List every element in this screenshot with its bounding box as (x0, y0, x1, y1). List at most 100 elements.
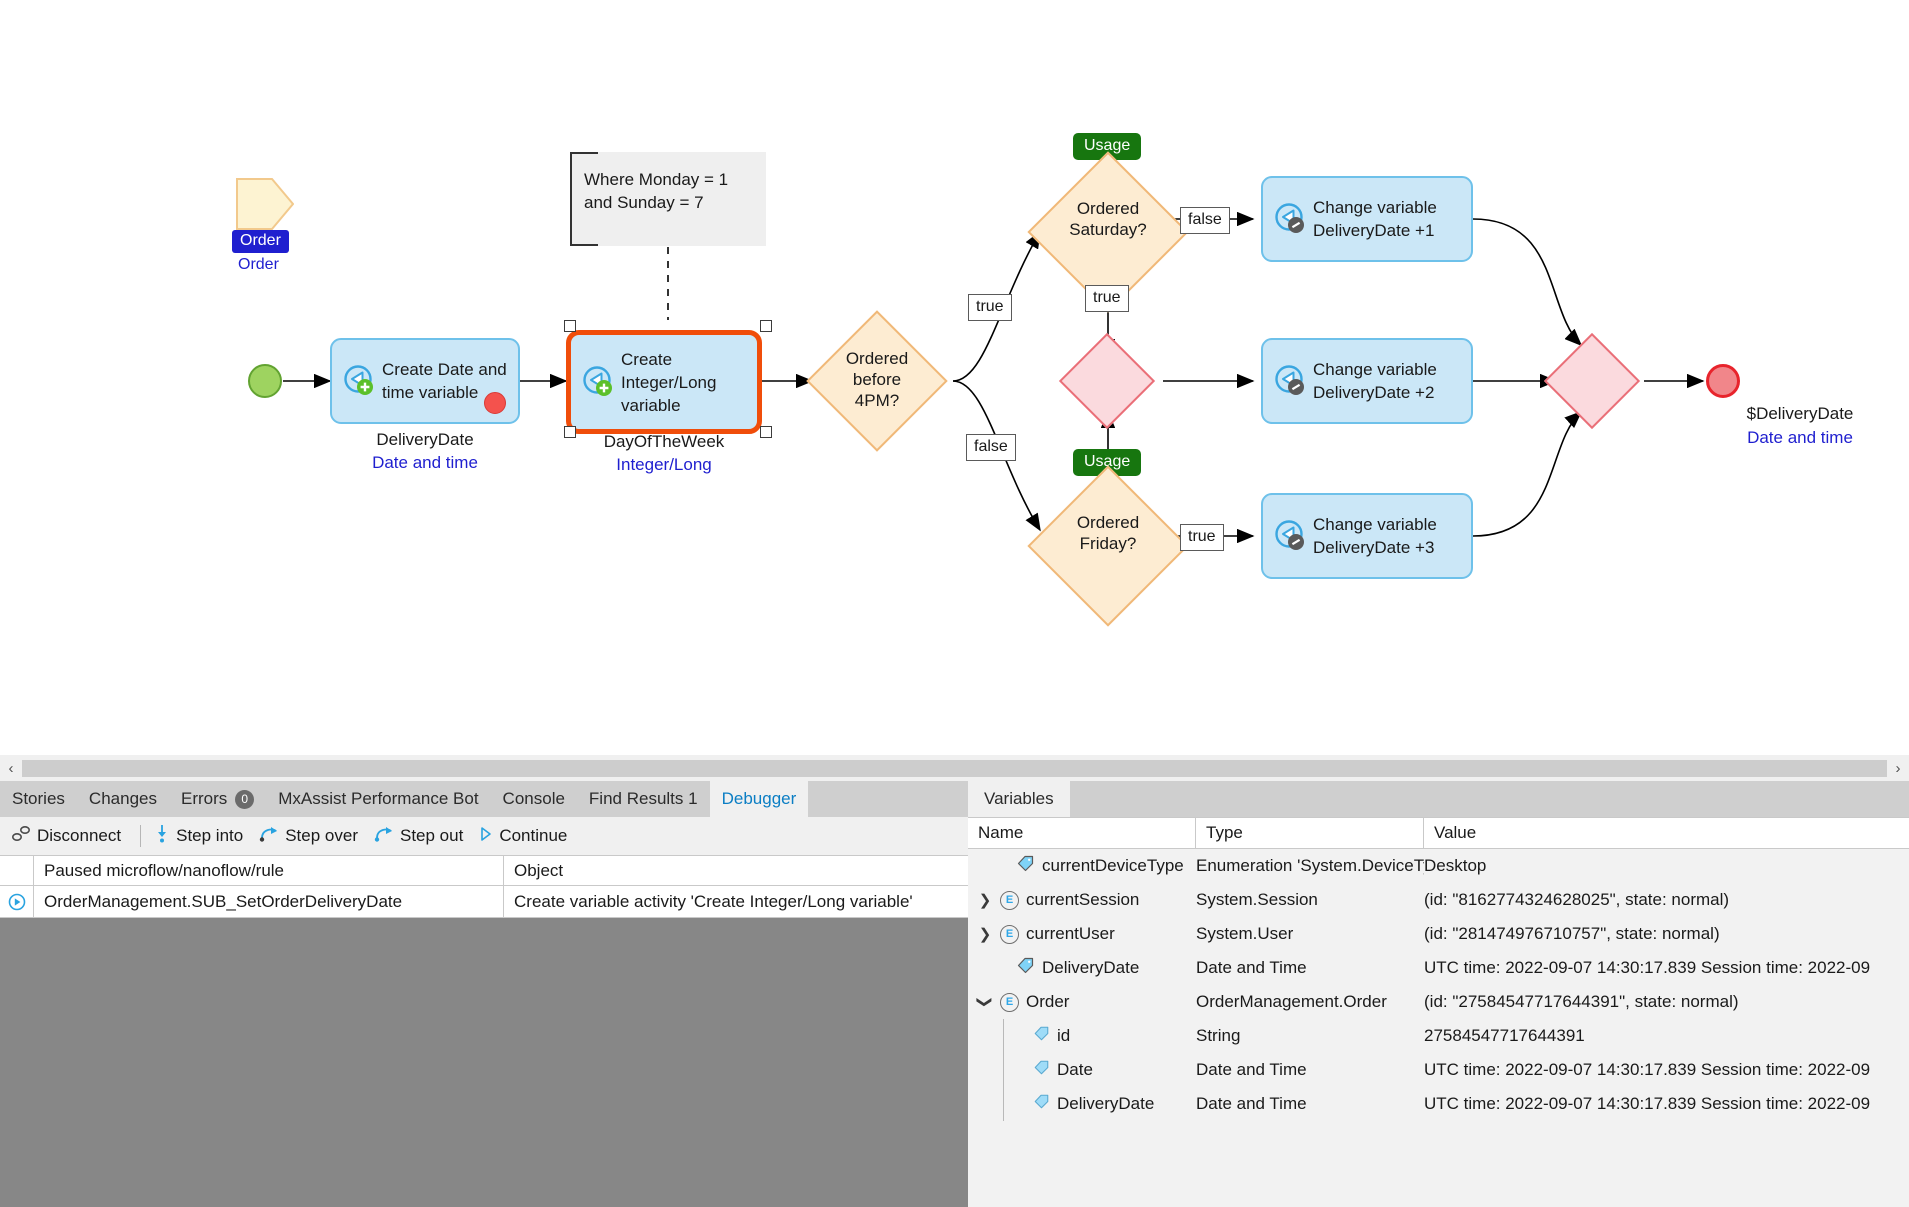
usage-badge-saturday[interactable]: Usage (1073, 133, 1142, 160)
activity-caption-create-integer-long: DayOfTheWeek Integer/Long (566, 432, 762, 475)
chevron-right-icon[interactable]: ❯ (978, 892, 992, 909)
variable-name: currentUser (1026, 924, 1115, 943)
variable-type: Date and Time (1196, 1060, 1307, 1079)
step-into-icon (154, 824, 170, 848)
scroll-left-arrow[interactable]: ‹ (8, 759, 14, 777)
canvas-horizontal-scrollbar[interactable]: ‹ › (0, 755, 1909, 781)
toolbar-label: Continue (499, 826, 568, 845)
scrollbar-thumb[interactable] (22, 759, 1887, 777)
tab-stories[interactable]: Stories (0, 781, 77, 817)
tab-mxassist-performance-bot[interactable]: MxAssist Performance Bot (266, 781, 490, 817)
type-column-header: Type (1196, 818, 1424, 848)
step-into-button[interactable]: Step into (149, 821, 254, 851)
list-item[interactable]: ❯ E currentSession System.Session (id: "… (968, 883, 1909, 917)
change-variable-icon (1273, 202, 1307, 236)
change-variable-icon (1273, 364, 1307, 398)
tab-errors[interactable]: Errors 0 (169, 781, 266, 817)
variable-value: 27584547717644391 (1424, 1026, 1585, 1045)
selection-handle-top-right[interactable] (760, 320, 772, 332)
variables-tabstrip[interactable]: Variables (968, 781, 1909, 817)
table-row[interactable]: OrderManagement.SUB_SetOrderDeliveryDate… (0, 886, 968, 918)
variable-tag-icon (1016, 956, 1035, 980)
create-variable-icon (342, 364, 376, 398)
activity-change-delivery-plus1[interactable]: Change variable DeliveryDate +1 (1261, 176, 1473, 262)
activity-change-delivery-plus2[interactable]: Change variable DeliveryDate +2 (1261, 338, 1473, 424)
flow-label-true-saturday[interactable]: true (1085, 285, 1129, 312)
decision-line-2: before (852, 370, 902, 389)
flow-label-true-4pm[interactable]: true (968, 294, 1012, 321)
note-bracket-bottom (570, 244, 598, 246)
end-event-caption-type: Date and time (1747, 428, 1853, 447)
list-item[interactable]: currentDeviceType Enumeration 'System.De… (968, 849, 1909, 883)
activity-create-date-time[interactable]: Create Date and time variable (330, 338, 520, 424)
list-item[interactable]: DeliveryDate Date and Time UTC time: 202… (968, 1087, 1909, 1121)
debugger-grid-empty-area (0, 918, 968, 1207)
disconnect-button[interactable]: Disconnect (6, 822, 132, 851)
variable-name-cell: ❯ E currentUser (968, 917, 1196, 951)
activity-label: Change variable DeliveryDate +3 (1313, 513, 1437, 559)
step-out-button[interactable]: Step out (369, 821, 474, 851)
tab-find-results[interactable]: Find Results 1 (577, 781, 710, 817)
note-text: Where Monday = 1 and Sunday = 7 (584, 168, 728, 214)
tab-label: Stories (12, 789, 65, 808)
variable-name: id (1057, 1026, 1071, 1045)
tab-changes[interactable]: Changes (77, 781, 169, 817)
decision-label-ordered-saturday: Ordered Saturday? (1038, 198, 1178, 240)
tab-debugger[interactable]: Debugger (709, 781, 809, 817)
tab-label: Debugger (721, 789, 797, 808)
toolbar-separator (140, 825, 142, 847)
flow-label-false-4pm[interactable]: false (966, 434, 1016, 461)
selection-handle-bottom-right[interactable] (760, 426, 772, 438)
variable-value: UTC time: 2022-09-07 14:30:17.839 Sessio… (1424, 1060, 1871, 1079)
tab-label: Console (502, 789, 565, 808)
variable-type: Enumeration 'System.DeviceTy (1196, 856, 1424, 875)
parameter-type-label: Order (238, 256, 279, 273)
list-item[interactable]: DeliveryDate Date and Time UTC time: 202… (968, 951, 1909, 985)
activity-change-delivery-plus3[interactable]: Change variable DeliveryDate +3 (1261, 493, 1473, 579)
selection-handle-bottom-left[interactable] (564, 426, 576, 438)
microflow-canvas[interactable]: Order Order Where Monday = 1 and Sunday … (0, 0, 1909, 755)
step-over-icon (259, 824, 279, 848)
variable-type: Date and Time (1196, 1094, 1307, 1113)
flow-label-true-friday[interactable]: true (1180, 524, 1224, 551)
flow-label-false-saturday[interactable]: false (1180, 207, 1230, 234)
scroll-right-arrow[interactable]: › (1895, 759, 1901, 777)
parameter-shape-icon[interactable] (236, 178, 295, 230)
chevron-down-icon[interactable]: ❯ (976, 995, 993, 1009)
activity-label: Create Integer/Long variable (621, 348, 716, 417)
tab-console[interactable]: Console (491, 781, 577, 817)
variable-type: OrderManagement.Order (1196, 992, 1387, 1011)
variable-name-cell: ❯ E currentSession (968, 883, 1196, 917)
step-over-button[interactable]: Step over (254, 821, 369, 851)
breakpoint-marker[interactable] (484, 392, 506, 414)
list-item[interactable]: ❯ E currentUser System.User (id: "281474… (968, 917, 1909, 951)
list-item[interactable]: id String 27584547717644391 (968, 1019, 1909, 1053)
debugger-grid-header: Paused microflow/nanoflow/rule Object (0, 855, 968, 886)
object-value: Create variable activity 'Create Integer… (514, 891, 913, 911)
step-out-icon (374, 824, 394, 848)
variable-value: Desktop (1424, 856, 1487, 875)
name-column-header: Name (968, 818, 1196, 848)
decision-label-ordered-friday: Ordered Friday? (1038, 512, 1178, 554)
continue-button[interactable]: Continue (474, 823, 578, 850)
tab-label: Errors (180, 789, 228, 808)
list-item[interactable]: ❯ E Order OrderManagement.Order (id: "27… (968, 985, 1909, 1019)
end-event-caption: $DeliveryDate Date and time (1700, 404, 1900, 448)
end-event[interactable] (1706, 364, 1740, 398)
variable-name: currentDeviceType (1042, 856, 1184, 875)
activity-create-integer-long[interactable]: Create Integer/Long variable (566, 330, 762, 434)
parameter-name-badge: Order (232, 230, 289, 253)
selection-handle-top-left[interactable] (564, 320, 576, 332)
debugger-panel: Disconnect Step into (0, 817, 968, 1207)
activity-label-line-1: Change variable (1313, 515, 1437, 534)
variable-name: Order (1026, 992, 1070, 1011)
disconnect-icon (11, 825, 31, 848)
tab-variables[interactable]: Variables (968, 781, 1070, 817)
list-item[interactable]: Date Date and Time UTC time: 2022-09-07 … (968, 1053, 1909, 1087)
chevron-right-icon[interactable]: ❯ (978, 926, 992, 943)
start-event[interactable] (248, 364, 282, 398)
activity-caption-type: Date and time (372, 453, 478, 472)
value-column-header: Value (1434, 823, 1477, 842)
annotation-note[interactable]: Where Monday = 1 and Sunday = 7 (570, 152, 766, 246)
variable-name-cell: Date (968, 1053, 1196, 1087)
